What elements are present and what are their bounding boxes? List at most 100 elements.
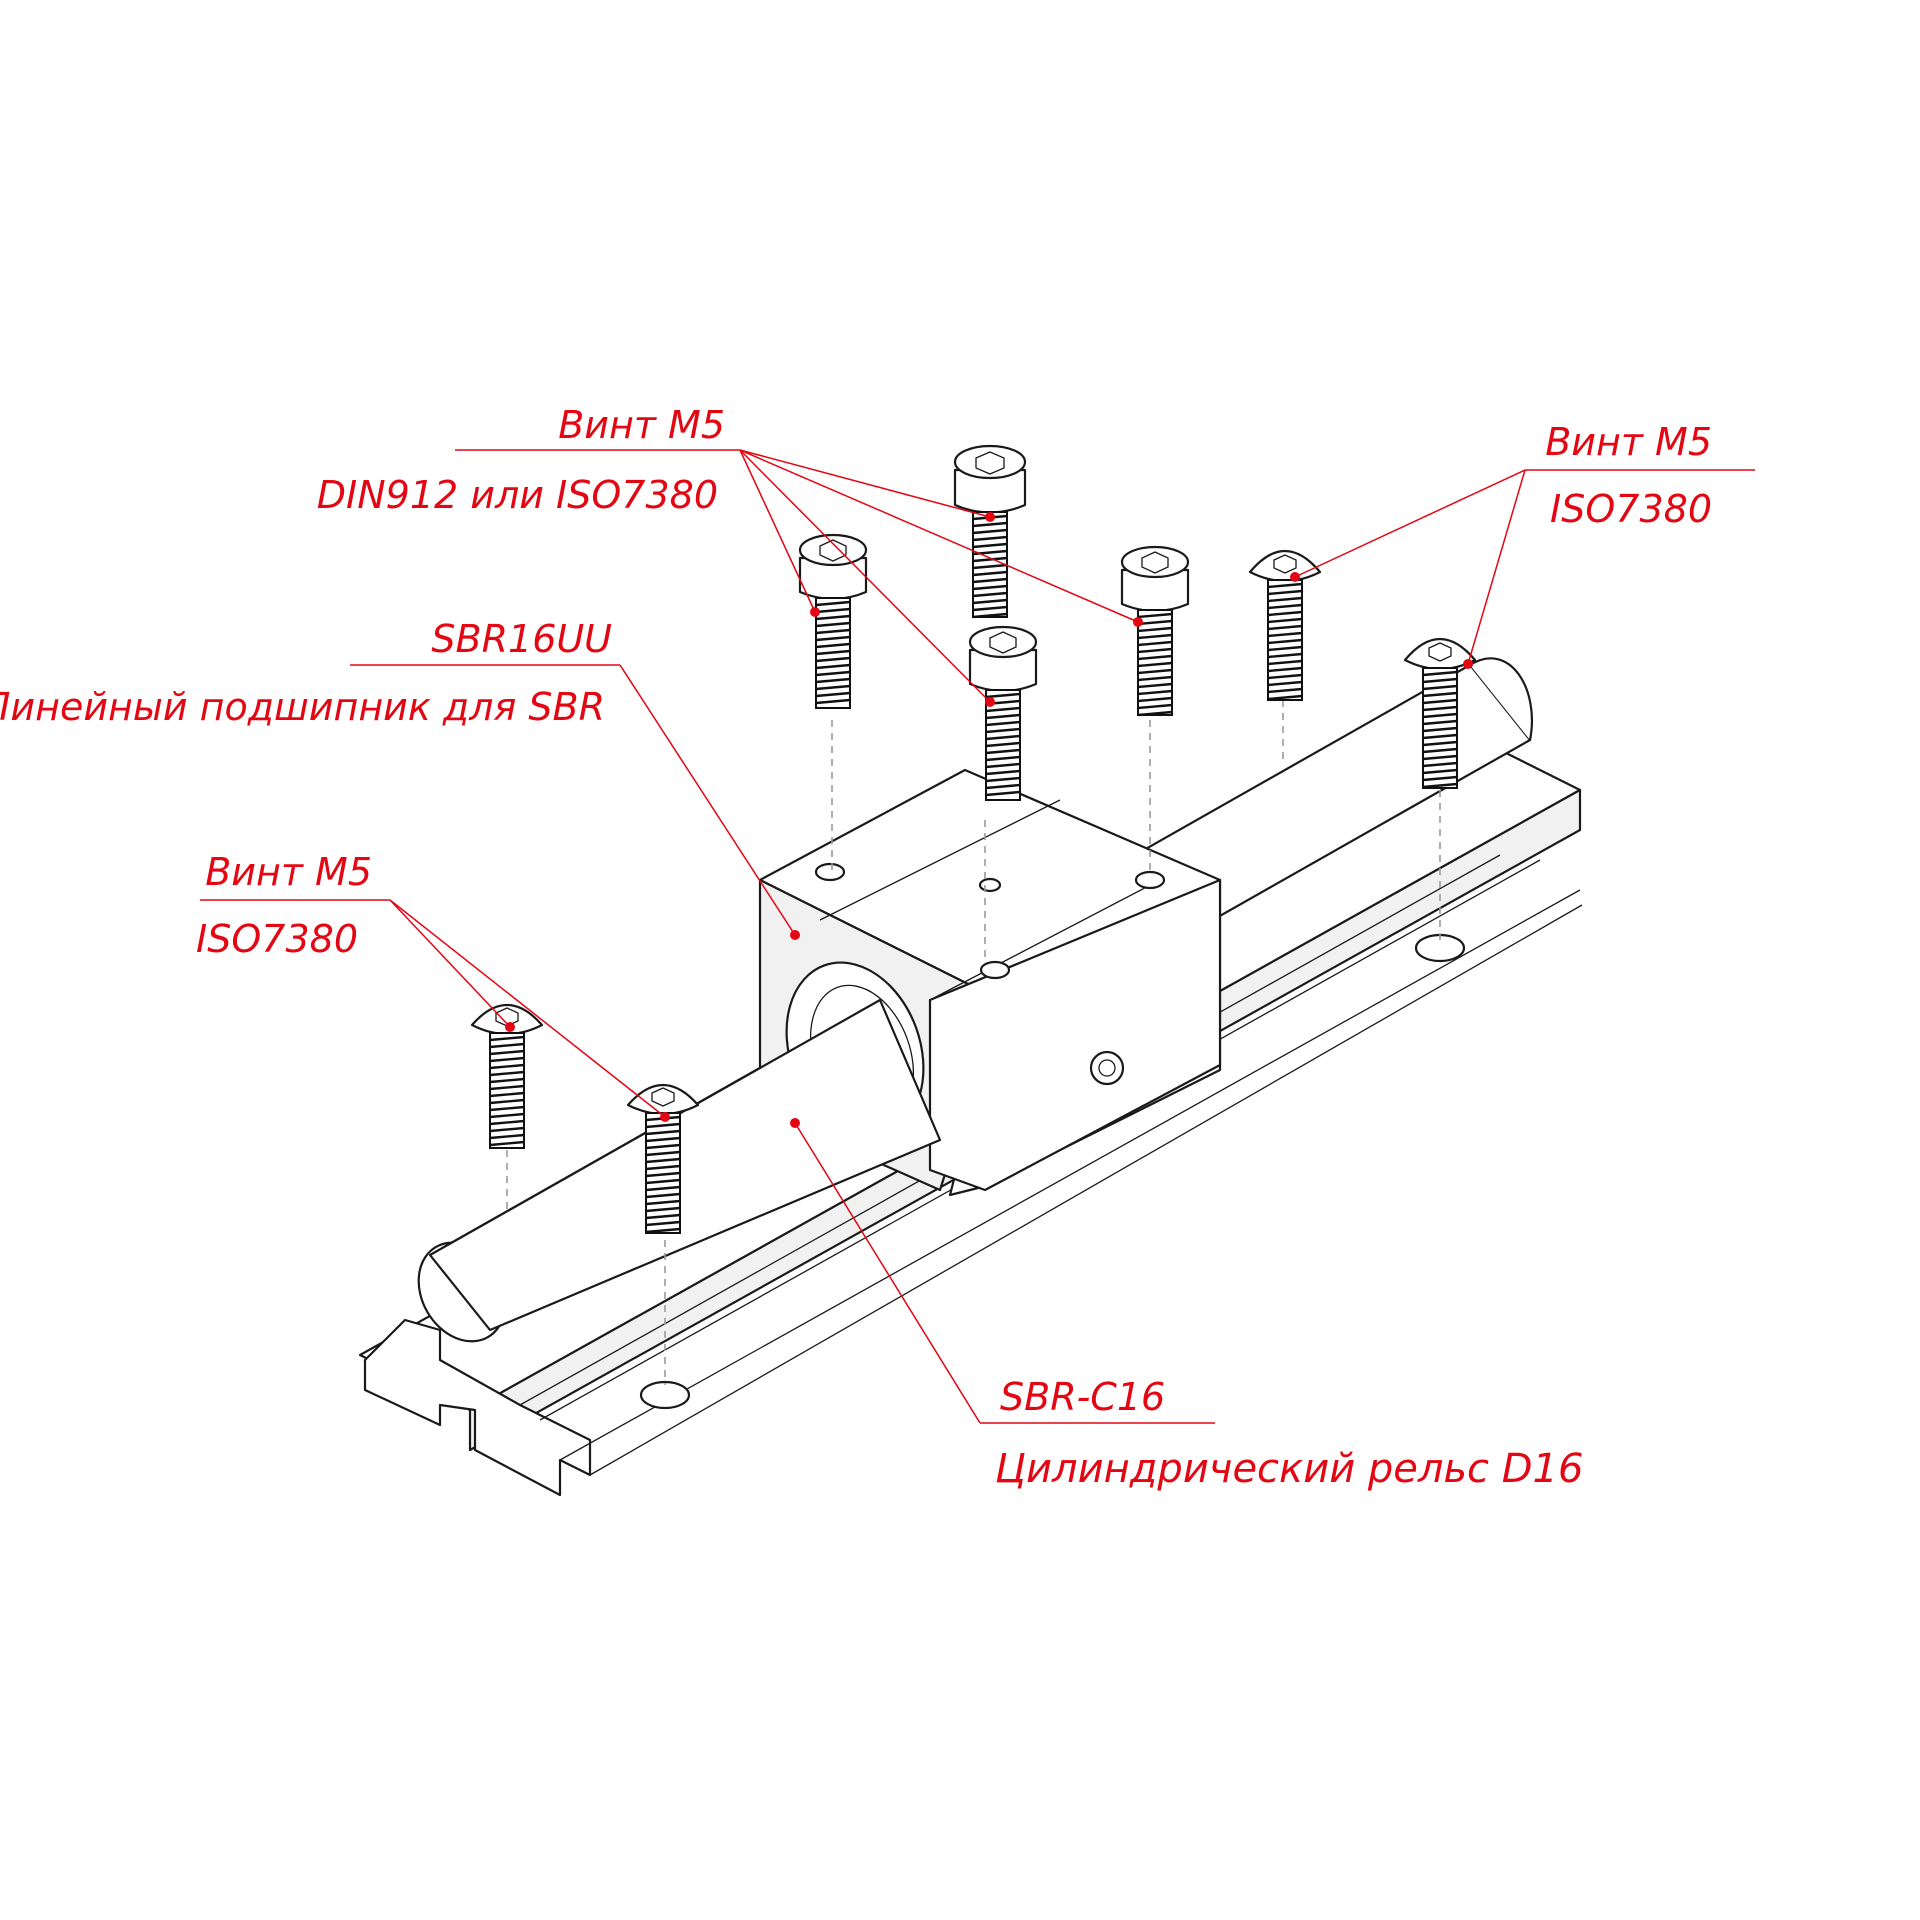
thread-line (489, 1112, 525, 1119)
thread-line (985, 734, 1021, 741)
thread-line (1422, 698, 1458, 705)
block-hole (1134, 870, 1166, 890)
thread-line (489, 1105, 525, 1112)
thread-line (972, 605, 1008, 612)
thread-line (985, 783, 1021, 790)
thread-line (1267, 617, 1303, 624)
thread-line (972, 535, 1008, 542)
thread-line (972, 521, 1008, 528)
thread-line (972, 612, 1008, 619)
thread-line (489, 1042, 525, 1049)
thread-line (1422, 719, 1458, 726)
thread-line (1422, 747, 1458, 754)
thread-line (1267, 596, 1303, 603)
thread-line (815, 635, 851, 642)
callout-title: Винт М5 (558, 403, 725, 447)
thread-line (489, 1084, 525, 1091)
thread-line (489, 1098, 525, 1105)
thread-line (489, 1063, 525, 1070)
thread-line (985, 713, 1021, 720)
thread-line (1422, 740, 1458, 747)
thread-line (1137, 710, 1173, 717)
thread-line (1267, 638, 1303, 645)
thread-line (1422, 733, 1458, 740)
callout-subtitle: Линейный подшипник для SBR (0, 685, 605, 729)
callout-screw-right: Винт М5 ISO7380 (1290, 420, 1755, 669)
thread-line (1267, 624, 1303, 631)
thread-line (1422, 712, 1458, 719)
lube-hole (978, 877, 1002, 893)
thread-line (1137, 640, 1173, 647)
thread-line (1422, 670, 1458, 677)
thread-line (645, 1164, 681, 1171)
thread-line (645, 1143, 681, 1150)
thread-line (1267, 631, 1303, 638)
thread-line (645, 1206, 681, 1213)
thread-line (1137, 696, 1173, 703)
thread-line (985, 790, 1021, 797)
thread-line (972, 584, 1008, 591)
thread-line (815, 663, 851, 670)
thread-line (1422, 726, 1458, 733)
thread-line (1422, 768, 1458, 775)
thread-line (985, 741, 1021, 748)
callout-title: SBR16UU (431, 617, 612, 661)
thread-line (645, 1157, 681, 1164)
thread-line (1137, 661, 1173, 668)
thread-line (489, 1070, 525, 1077)
thread-line (815, 656, 851, 663)
thread-line (1267, 582, 1303, 589)
callout-subtitle: DIN912 или ISO7380 (317, 473, 718, 517)
thread-line (815, 621, 851, 628)
thread-line (1267, 687, 1303, 694)
thread-line (1137, 626, 1173, 633)
thread-line (972, 598, 1008, 605)
thread-line (815, 628, 851, 635)
thread-line (985, 755, 1021, 762)
thread-line (985, 769, 1021, 776)
thread-line (1137, 633, 1173, 640)
thread-line (645, 1150, 681, 1157)
thread-line (1137, 668, 1173, 675)
projection-lines (506, 700, 1441, 1385)
thread-line (645, 1199, 681, 1206)
thread-line (1267, 680, 1303, 687)
thread-line (815, 600, 851, 607)
thread-line (1137, 689, 1173, 696)
thread-line (972, 563, 1008, 570)
thread-line (1267, 694, 1303, 701)
thread-line (1267, 673, 1303, 680)
thread-line (1137, 682, 1173, 689)
thread-line (645, 1220, 681, 1227)
thread-line (972, 591, 1008, 598)
thread-line (972, 577, 1008, 584)
thread-line (815, 684, 851, 691)
thread-line (985, 706, 1021, 713)
thread-line (985, 727, 1021, 734)
thread-line (489, 1056, 525, 1063)
thread-line (972, 556, 1008, 563)
thread-line (985, 762, 1021, 769)
thread-line (1137, 612, 1173, 619)
callout-title: Винт М5 (205, 850, 372, 894)
callout-bearing: SBR16UU Линейный подшипник для SBR (0, 617, 800, 940)
thread-line (815, 698, 851, 705)
callout-title: Винт М5 (1545, 420, 1712, 464)
thread-line (1267, 589, 1303, 596)
thread-line (645, 1129, 681, 1136)
thread-line (1137, 619, 1173, 626)
thread-line (645, 1185, 681, 1192)
thread-line (815, 670, 851, 677)
thread-line (1422, 761, 1458, 768)
thread-line (815, 691, 851, 698)
mounting-hole (639, 1380, 691, 1410)
thread-line (972, 528, 1008, 535)
thread-line (489, 1140, 525, 1147)
thread-line (815, 607, 851, 614)
callout-subtitle: Цилиндрический рельс D16 (995, 1446, 1583, 1492)
thread-line (645, 1136, 681, 1143)
thread-line (1422, 782, 1458, 789)
callout-subtitle: ISO7380 (196, 917, 358, 961)
callout-rail: SBR-C16 Цилиндрический рельс D16 (790, 1118, 1583, 1492)
